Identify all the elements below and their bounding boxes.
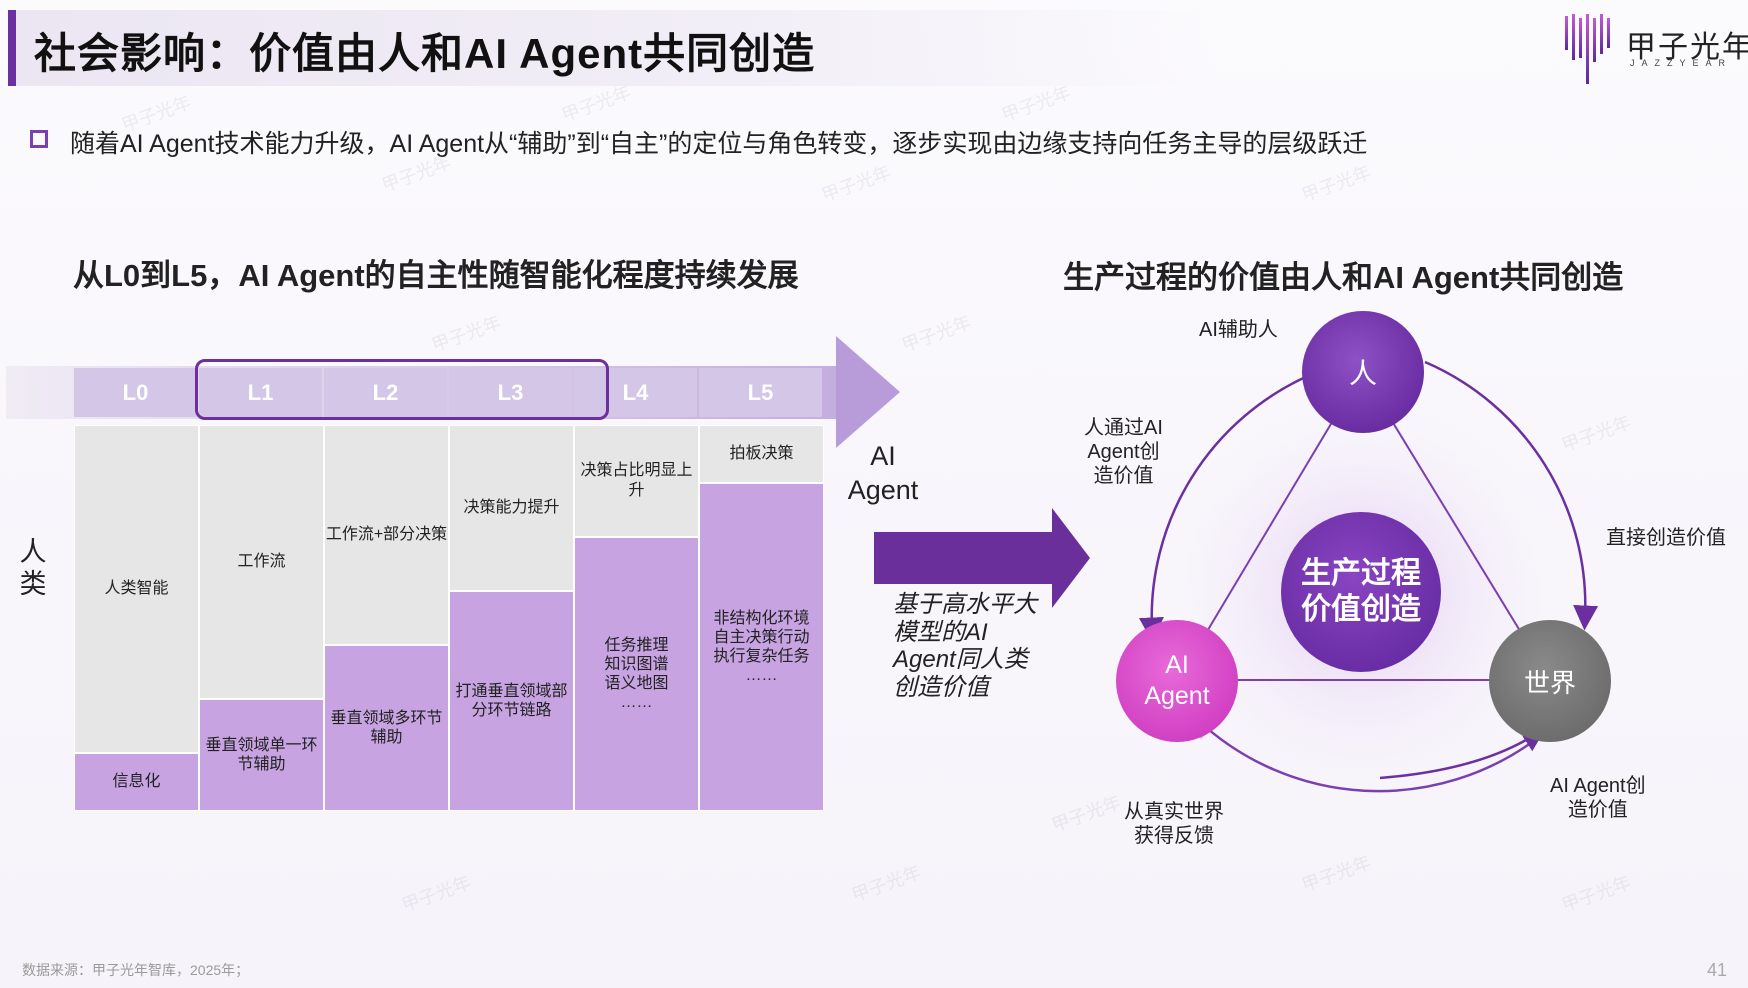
human-share-bar: 人类智能: [74, 425, 199, 753]
middle-arrow-head: [1052, 508, 1090, 608]
node-human: 人: [1302, 311, 1424, 433]
watermark: 甲子光年: [899, 312, 974, 356]
left-subtitle: 从L0到L5，AI Agent的自主性随智能化程度持续发展: [73, 258, 799, 293]
level-highlight-frame: [195, 359, 609, 420]
label-ai-assist: AI辅助人: [1199, 319, 1278, 341]
agent-share-bar: 打通垂直领域部分环节链路: [449, 591, 574, 811]
watermark: 甲子光年: [819, 162, 894, 206]
agent-share-bar: 垂直领域单一环节辅助: [199, 699, 324, 811]
watermark: 甲子光年: [399, 872, 474, 916]
human-share-bar: 决策能力提升: [449, 425, 574, 591]
label-human-via-ai: 人通过AI Agent创 造价值: [1084, 417, 1163, 487]
human-share-bar: 工作流: [199, 425, 324, 699]
agent-share-bar: 任务推理 知识图谱 语义地图 ……: [574, 537, 699, 811]
bullet-text: 随着AI Agent技术能力升级，AI Agent从“辅助”到“自主”的定位与角…: [70, 130, 1368, 158]
node-ai-agent: AI Agent: [1116, 620, 1238, 742]
label-feedback: 从真实世界 获得反馈: [1124, 801, 1224, 847]
node-world: 世界: [1489, 620, 1611, 742]
human-share-bar: 拍板决策: [699, 425, 824, 483]
level-cell-l4: L4: [574, 368, 697, 417]
title-accent-bar: [8, 10, 16, 86]
page-number: 41: [1707, 960, 1728, 980]
page-title: 社会影响：价值由人和AI Agent共同创造: [34, 30, 816, 77]
level-cell-l1: L1: [199, 368, 322, 417]
level-cell-l0: L0: [74, 368, 197, 417]
agent-share-bar: 非结构化环境 自主决策行动 执行复杂任务 ……: [699, 483, 824, 811]
human-share-bar: 工作流+部分决策: [324, 425, 449, 645]
watermark: 甲子光年: [429, 312, 504, 356]
arc-human-to-world: [1424, 360, 1599, 631]
ai-agent-axis-label: AI Agent: [847, 441, 919, 505]
human-share-bar: 决策占比明显上升: [574, 425, 699, 537]
jazzyear-logo-icon: [1565, 14, 1610, 84]
watermark: 甲子光年: [849, 862, 924, 906]
label-direct-value: 直接创造价值: [1606, 527, 1726, 549]
bullet-square-icon: [30, 130, 48, 148]
title-background: [16, 10, 1216, 86]
arc-world-to-agent: [1190, 713, 1536, 793]
watermark: 甲子光年: [1299, 162, 1374, 206]
right-subtitle: 生产过程的价值由人和AI Agent共同创造: [1063, 260, 1624, 295]
triangle-outline: [1176, 370, 1552, 681]
logo-subtext: JAZZYEAR: [1630, 58, 1733, 68]
logo-text: 甲子光年: [1626, 30, 1748, 65]
node-production-value: 生产过程 价值创造: [1281, 512, 1441, 672]
arc-human-to-agent: [1138, 373, 1311, 643]
footer-source: 数据来源：甲子光年智库，2025年；: [22, 962, 250, 978]
level-cell-l3: L3: [449, 368, 572, 417]
level-cell-l5: L5: [699, 368, 822, 417]
level-arrow-head: [836, 336, 900, 448]
human-axis-label: 人类: [19, 537, 47, 600]
label-ai-agent-create: AI Agent创 造价值: [1550, 775, 1646, 821]
middle-arrow-shaft: [874, 532, 1054, 584]
level-cell-l2: L2: [324, 368, 447, 417]
watermark: 甲子光年: [1559, 872, 1634, 916]
agent-share-bar: 信息化: [74, 753, 199, 811]
agent-share-bar: 垂直领域多环节辅助: [324, 645, 449, 811]
middle-caption: 基于高水平大模型的AI Agent同人类创造价值: [893, 591, 1037, 701]
arc-agent-to-world: [1379, 727, 1547, 780]
